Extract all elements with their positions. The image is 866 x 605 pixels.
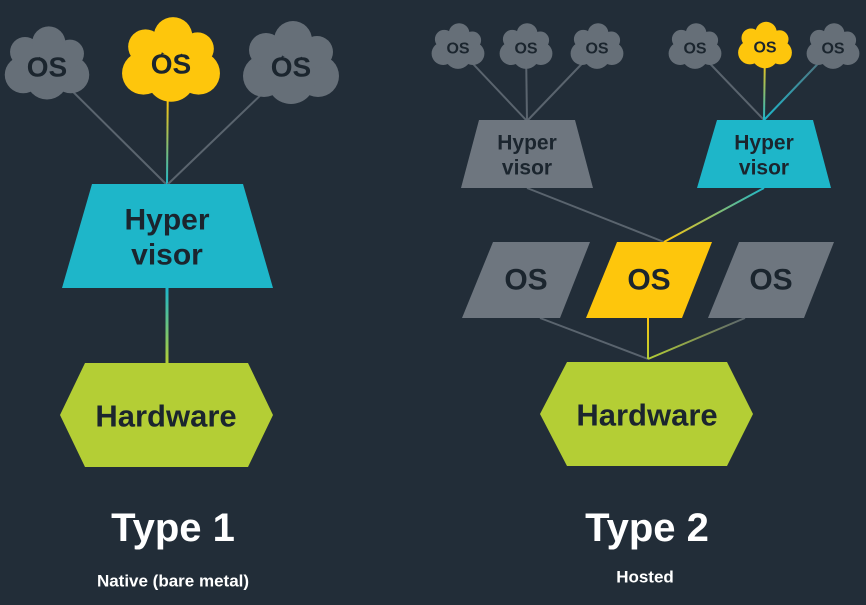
os-cloud-label: OS xyxy=(446,41,469,58)
hypervisor-label-line2: visor xyxy=(739,157,789,180)
os-parallelogram-label: OS xyxy=(504,264,547,297)
os-cloud-label: OS xyxy=(821,41,844,58)
hypervisor-label-line1: Hyper xyxy=(734,132,794,155)
type2-title: Type 2 xyxy=(585,506,709,550)
os-parallelogram-label: OS xyxy=(627,264,670,297)
os-parallelogram-label: OS xyxy=(749,264,792,297)
hypervisor-label-line2: visor xyxy=(131,239,203,272)
os-parallelogram xyxy=(462,242,590,318)
os-cloud-label: OS xyxy=(514,41,537,58)
type1-panel: OS OS OS Hyper visor Hardware Type 1 Nat… xyxy=(4,17,339,591)
type1-subtitle: Native (bare metal) xyxy=(97,572,249,591)
hypervisor-trapezoid-teal xyxy=(697,120,831,188)
hypervisor-label-line1: Hyper xyxy=(497,132,557,155)
type2-subtitle: Hosted xyxy=(616,568,674,587)
type1-title: Type 1 xyxy=(111,506,235,550)
os-cloud-label: OS xyxy=(27,52,67,83)
os-cloud-label: OS xyxy=(151,49,191,80)
connector-line xyxy=(663,187,765,243)
hardware-hexagon xyxy=(540,362,753,466)
hypervisor-label-line1: Hyper xyxy=(124,204,209,237)
connector-line xyxy=(539,317,649,360)
hardware-hexagon xyxy=(60,363,273,467)
hypervisor-label-line2: visor xyxy=(502,157,552,180)
os-cloud-label: OS xyxy=(585,41,608,58)
os-cloud-label: OS xyxy=(271,52,311,83)
type2-panel: OS OS OS OS OS OS Hyper visor Hyper viso… xyxy=(431,21,860,587)
hypervisor-trapezoid-gray xyxy=(461,120,593,188)
hypervisor-trapezoid xyxy=(62,184,273,288)
hardware-label: Hardware xyxy=(95,399,236,434)
os-parallelogram-highlighted xyxy=(586,242,712,318)
connector-line xyxy=(526,187,665,243)
connector-line xyxy=(647,317,746,360)
os-cloud-label: OS xyxy=(683,41,706,58)
hardware-label: Hardware xyxy=(576,398,717,433)
os-parallelogram xyxy=(708,242,834,318)
os-cloud-label: OS xyxy=(753,40,776,57)
